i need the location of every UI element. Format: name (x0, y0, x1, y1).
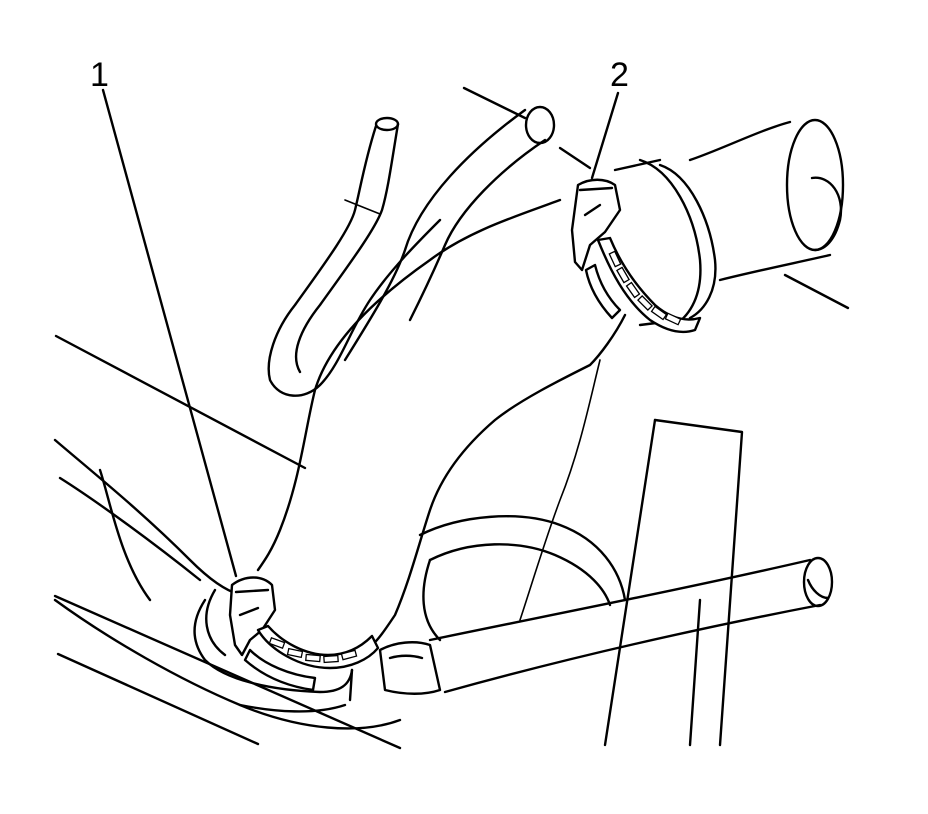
fuel-neck-pipe (613, 118, 850, 327)
clamp-2-band-slots (608, 250, 682, 326)
mounting-bracket (603, 418, 744, 747)
callout-number-1: 1 (90, 56, 109, 94)
lower-tube (378, 515, 834, 695)
tank-inlet-fitting (193, 588, 354, 713)
upper-hose (343, 86, 592, 362)
main-hose (256, 198, 627, 647)
callout-number-2: 2 (610, 56, 629, 94)
hose-clamp-2 (570, 178, 702, 334)
hose-clamp-1 (228, 576, 380, 692)
callout-leaders (101, 88, 620, 578)
clamp-1-band-slots (268, 636, 358, 664)
leader-line-2 (590, 91, 620, 180)
vent-tube (267, 116, 442, 397)
leader-line-1 (101, 88, 238, 578)
